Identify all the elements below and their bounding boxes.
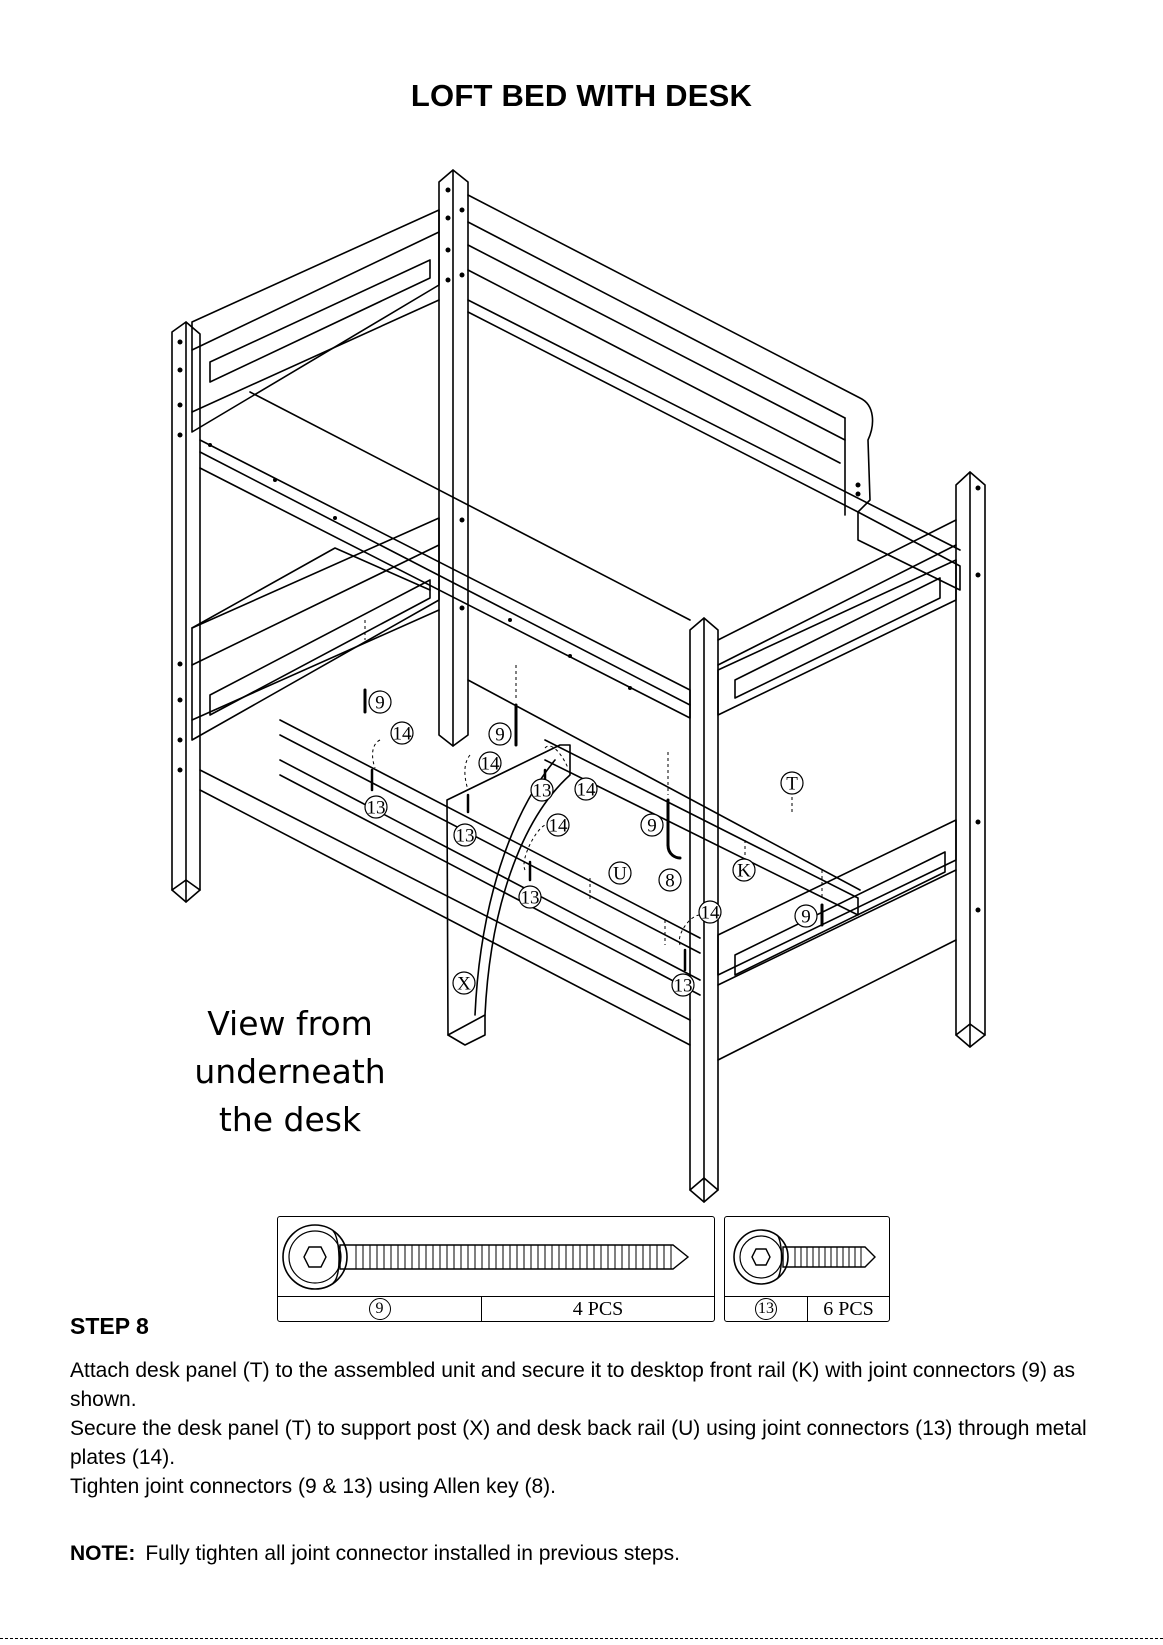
svg-text:14: 14 [481,754,501,775]
svg-text:14: 14 [549,816,569,837]
page-title: LOFT BED WITH DESK [410,78,753,113]
loft-bed-assembly-diagram: 9 14 13 9 14 13 13 14 14 13 U 9 8 K T 9 … [171,169,986,1203]
callout-14-center: 14 [478,751,502,775]
callout-K: K [732,858,756,882]
callout-9-far-right: 9 [794,904,818,928]
svg-text:14: 14 [701,903,721,924]
callout-X: X [452,971,476,995]
part-row: 9 4 PCS [278,1296,714,1321]
part-card-9: 9 4 PCS [277,1216,715,1322]
right-back-post [955,471,986,1048]
callout-9-right: 9 [640,813,664,837]
part-number: 9 [368,1298,391,1320]
svg-text:8: 8 [665,871,675,892]
note-label: NOTE: [70,1542,136,1565]
svg-text:13: 13 [674,976,693,997]
long-joint-connector-bolt-icon [282,1224,690,1290]
svg-text:X: X [457,974,471,995]
callout-8: 8 [658,868,682,892]
svg-text:13: 13 [367,798,386,819]
callout-9-center: 9 [488,722,512,746]
callout-14-top: 14 [574,777,598,801]
part-quantity: 4 PCS [481,1297,714,1321]
part-number: 13 [755,1298,777,1320]
callout-13-left: 13 [364,795,388,819]
instruction-line: Secure the desk panel (T) to support pos… [70,1417,1087,1469]
upper-long-rail [467,194,961,591]
svg-text:T: T [786,774,798,795]
callout-13-top: 13 [530,778,554,802]
callout-14-left: 14 [390,721,414,745]
step-instructions: Attach desk panel (T) to the assembled u… [70,1356,1110,1501]
instruction-line: Attach desk panel (T) to the assembled u… [70,1359,1075,1411]
back-side-rail [199,391,691,719]
view-note-line: underneath [194,1052,386,1091]
bolts [363,688,824,972]
view-note-line: the desk [218,1100,362,1139]
step-title: STEP 8 [70,1313,149,1339]
instruction-line: Tighten joint connectors (9 & 13) using … [70,1475,556,1498]
svg-text:13: 13 [533,781,552,802]
note-text: Fully tighten all joint connector instal… [145,1542,680,1565]
svg-text:9: 9 [495,725,505,746]
view-note: View from underneath the desk [175,1000,405,1144]
front-tall-post [438,169,469,747]
svg-text:14: 14 [577,780,597,801]
callout-U: U [608,861,632,885]
svg-text:U: U [613,864,627,885]
callout-13-post: 13 [453,823,477,847]
part-callouts: 9 14 13 9 14 13 13 14 14 13 U 9 8 K T 9 … [364,690,818,997]
desk-slats [279,679,861,996]
svg-text:9: 9 [801,907,811,928]
part-card-13: 13 6 PCS [724,1216,890,1322]
svg-text:9: 9 [375,693,385,714]
hardware-guides [364,620,823,946]
svg-text:K: K [737,861,751,882]
callout-9-left: 9 [368,690,392,714]
callout-14-bottom: 14 [698,900,722,924]
svg-text:13: 13 [456,826,475,847]
svg-text:14: 14 [393,724,413,745]
desk-panel-T [544,519,957,1061]
part-quantity: 6 PCS [807,1297,889,1321]
short-joint-connector-bolt-icon [733,1229,876,1285]
lower-front-rail [191,517,691,1046]
svg-text:13: 13 [521,888,540,909]
svg-text:9: 9 [647,816,657,837]
part-row: 13 6 PCS [725,1296,889,1321]
left-back-post [171,321,201,903]
callout-14-mid: 14 [546,813,570,837]
note: NOTE: Fully tighten all joint connector i… [70,1542,680,1566]
page-footer-divider [0,1638,1163,1639]
view-note-line: View from [207,1004,373,1043]
callout-13-bottom: 13 [671,973,695,997]
callout-13-mid: 13 [518,885,542,909]
callout-T: T [780,771,804,795]
upper-guard-rail [191,209,440,433]
